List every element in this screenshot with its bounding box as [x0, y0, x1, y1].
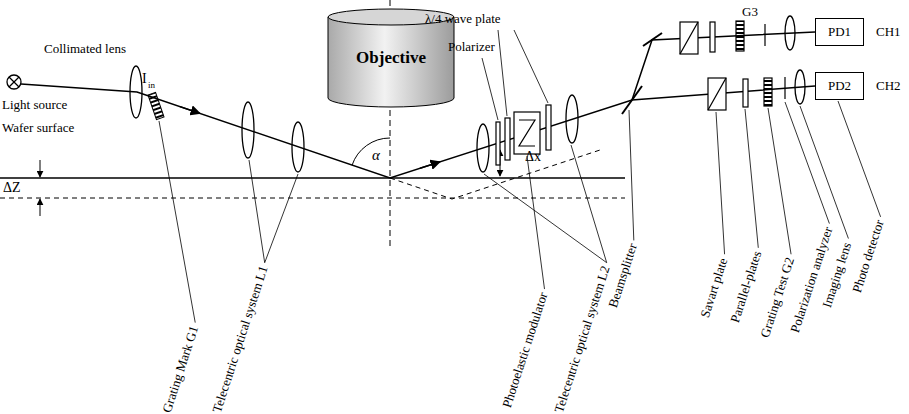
drawing-stroke [764, 78, 772, 106]
mirror [643, 33, 662, 46]
drawing-stroke [7, 75, 21, 89]
delta-z-arrows [40, 160, 41, 216]
drawing-stroke [130, 66, 142, 118]
drawing-stroke [420, 162, 440, 168]
leader-line [159, 121, 195, 323]
drawing-stroke [710, 22, 715, 52]
drawing-stroke [785, 16, 795, 50]
leader-line [745, 109, 758, 248]
leader-line [249, 160, 265, 263]
annotation-label: α [372, 148, 380, 163]
light-source [7, 75, 21, 89]
drawing-stroke [680, 22, 698, 54]
drawing-stroke [148, 92, 164, 119]
annotation-label: Polarizer [448, 40, 495, 53]
node-text: PD1 [828, 24, 851, 40]
drawing-stroke [292, 122, 304, 172]
drawing-stroke [9, 77, 19, 87]
part-label: Parallel-plates [728, 249, 763, 324]
drawing-stroke [708, 78, 726, 110]
photo-detector-box: PD1 [815, 18, 864, 46]
beamsplitter [622, 86, 642, 114]
node-text: PD2 [828, 78, 851, 94]
alpha-arc [352, 138, 390, 165]
drawing-stroke [498, 30, 507, 116]
drawing-stroke [40, 199, 41, 216]
lower-branch [708, 77, 785, 110]
annotation-label: Wafer surface [2, 121, 74, 134]
drawing-stroke [514, 30, 548, 103]
drawing-stroke [390, 150, 600, 199]
drawing-stroke [764, 24, 765, 46]
drawing-stroke [482, 58, 498, 120]
drawing-stroke [505, 118, 510, 160]
node-text: Objective [356, 48, 426, 68]
drawing-stroke [519, 120, 535, 146]
annotation-label: λ/4 wave plate [425, 12, 501, 25]
annotation-label: Δx [525, 150, 541, 164]
cylinder-body [328, 17, 454, 107]
leader-line [800, 106, 848, 239]
drawing-stroke [477, 124, 489, 172]
lenses [130, 16, 805, 172]
drawing-stroke [743, 79, 748, 107]
drawing-stroke [546, 105, 551, 150]
leader-line [484, 174, 607, 263]
annotation-label: CH2 [876, 79, 901, 92]
part-label: Photo detector [850, 218, 886, 294]
leader-line [768, 108, 791, 254]
drawing-stroke [708, 78, 726, 110]
drawing-stroke [795, 70, 805, 104]
drawing-stroke [242, 102, 254, 158]
annotation-label: CH1 [876, 25, 901, 38]
leader-line [527, 156, 545, 289]
drawing-stroke [0, 177, 625, 179]
leader-line [265, 174, 298, 263]
part-label: Grating Mark G1 [160, 324, 200, 414]
part-label: Photoelastic modulator [500, 291, 550, 409]
part-label: Beamsplitter [606, 242, 639, 309]
shifted-beam [390, 150, 600, 199]
drawing-stroke [40, 160, 41, 177]
annotation-label: ΔZ [3, 181, 21, 195]
leader-line [629, 110, 634, 240]
drawing-stroke [784, 77, 785, 99]
drawing-stroke [180, 107, 200, 114]
annotation-label: I [142, 72, 147, 86]
part-label: Telecentric optical system L2 [552, 264, 612, 414]
leader-line [838, 101, 881, 217]
drawing-stroke [0, 198, 625, 199]
drawing-stroke [9, 77, 19, 87]
drawing-stroke [566, 95, 578, 143]
upper-branch [680, 21, 765, 54]
annotation-label: G3 [742, 5, 758, 18]
leader-line [716, 112, 725, 254]
drawing-stroke [680, 22, 698, 54]
grating-g1 [148, 92, 164, 119]
leader-line [785, 102, 829, 224]
part-label: Savart plate [698, 256, 729, 319]
leader-line [571, 145, 607, 263]
photo-detector-box: PD2 [815, 72, 864, 100]
drawing-stroke [496, 122, 500, 165]
drawing-stroke [736, 21, 744, 51]
drawing-stroke [514, 112, 540, 154]
plates [496, 105, 551, 165]
part-label: Telecentric optical system L1 [210, 264, 270, 414]
annotation-label: Light source [2, 98, 67, 111]
annotation-label: in [148, 81, 155, 90]
annotation-label: Collimated lens [44, 42, 126, 55]
surfaces [0, 0, 625, 250]
